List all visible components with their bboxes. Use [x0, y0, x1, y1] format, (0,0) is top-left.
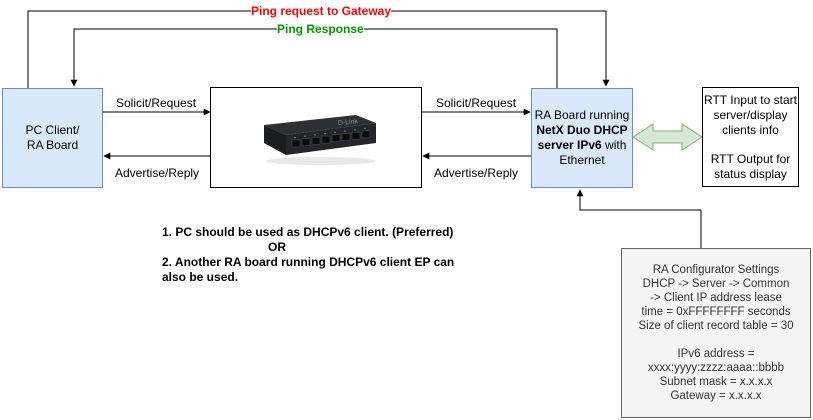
- pc-client-line-2: RA Board: [26, 138, 79, 152]
- solicit-left-label: Solicit/Request: [116, 96, 197, 110]
- settings-line-1: RA Configurator Settings: [652, 264, 780, 276]
- settings-line-10: Gateway = x.x.x.x: [670, 390, 762, 402]
- pc-client-line-1: PC Client/: [25, 123, 80, 137]
- ra-board-line-1: RA Board running: [534, 108, 630, 122]
- ra-board-line-3: server IPv6 with: [538, 138, 627, 153]
- settings-link-arrow: [576, 189, 702, 248]
- note-2-cont: also be used.: [162, 270, 239, 284]
- settings-line-7: IPv6 address =: [677, 348, 755, 360]
- settings-line-5: Size of client record table = 30: [638, 320, 794, 332]
- configurator-settings-node: RA Configurator Settings DHCP -> Server …: [621, 248, 811, 418]
- ra-board-line-2: NetX Duo DHCP: [536, 123, 628, 137]
- switch-node: D-Link: [210, 87, 422, 188]
- settings-line-9: Subnet mask = x.x.x.x: [659, 376, 773, 388]
- solicit-right-label: Solicit/Request: [436, 96, 517, 110]
- settings-line-3: -> Client IP address lease: [650, 292, 782, 304]
- advertise-right-label: Advertise/Reply: [434, 166, 519, 180]
- ping-request-label: Ping request to Gateway: [251, 4, 392, 18]
- switch-brand-text: D-Link: [338, 118, 359, 127]
- rtt-node: RTT Input to start server/display client…: [702, 87, 799, 187]
- ping-response-arrow: [70, 28, 558, 88]
- settings-line-8: xxxx:yyyy:zzzz:aaaa::bbbb: [647, 362, 785, 374]
- note-or: OR: [268, 240, 286, 254]
- settings-line-4: time = 0xFFFFFFFF seconds: [641, 306, 791, 318]
- note-1: 1. PC should be used as DHCPv6 client. (…: [162, 225, 454, 239]
- pc-client-node: PC Client/ RA Board: [2, 88, 103, 188]
- rtt-output-line-1: RTT Output for: [710, 151, 791, 166]
- settings-line-2: DHCP -> Server -> Common: [642, 278, 790, 290]
- notes-block: 1. PC should be used as DHCPv6 client. (…: [162, 225, 454, 285]
- ra-board-line-3-bold: server IPv6: [537, 138, 602, 152]
- ra-board-line-4: Ethernet: [559, 153, 605, 167]
- network-switch-icon: D-Link: [264, 114, 376, 165]
- bidirectional-arrow: [632, 123, 703, 151]
- rtt-input-line-2: server/display: [713, 107, 788, 122]
- rtt-output-line-2: status display: [714, 166, 787, 181]
- advertise-left-label: Advertise/Reply: [115, 166, 200, 180]
- ra-board-server-node: RA Board running NetX Duo DHCP server IP…: [531, 88, 633, 188]
- ra-board-line-3-tail: with: [601, 138, 627, 152]
- rtt-input-line-1: RTT Input to start: [704, 92, 797, 107]
- ping-response-label: Ping Response: [277, 22, 364, 36]
- rtt-input-line-3: clients info: [722, 122, 779, 137]
- note-2: 2. Another RA board running DHCPv6 clien…: [162, 255, 455, 269]
